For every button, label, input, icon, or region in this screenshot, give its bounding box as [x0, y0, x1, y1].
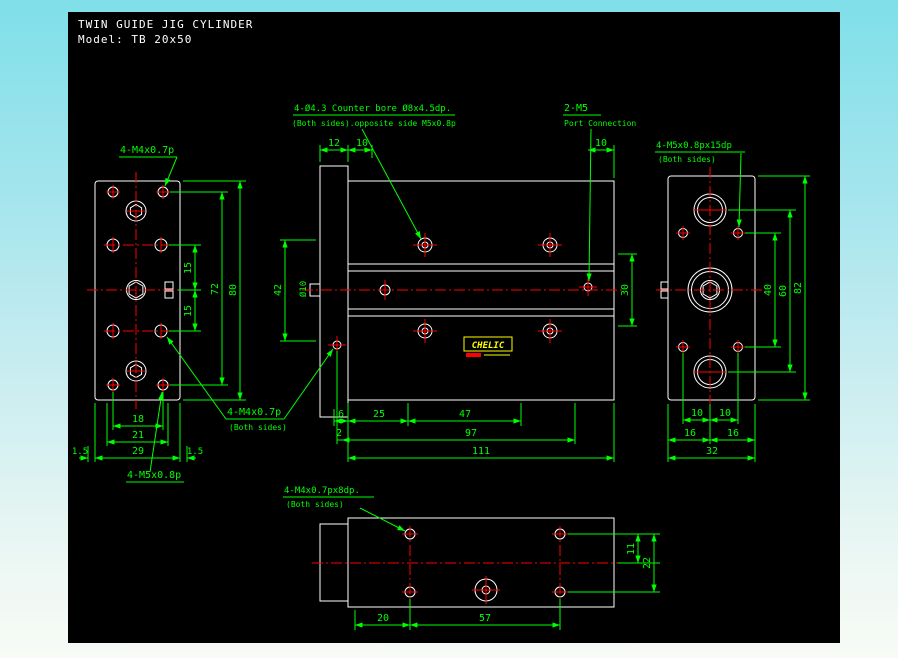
- label-end-tap-sub: (Both sides): [658, 155, 716, 164]
- rod-end-hex: [128, 281, 144, 299]
- front-sensor-slot-lower: [164, 290, 174, 299]
- leader-top-tap: [359, 507, 406, 532]
- top-extension-lines: [354, 533, 660, 630]
- label-end-tap: 4-M5x0.8px15dp: [656, 141, 732, 151]
- logo-frame: [463, 336, 513, 352]
- dim-10a: 10: [356, 138, 368, 149]
- dim-80: 80: [228, 284, 239, 296]
- side-center-marks: [328, 233, 597, 354]
- leader-front-top: [164, 156, 178, 187]
- logo-red-mark: [466, 353, 481, 357]
- side-view: CHELIC 12 10 10 42 Ø10 30 6 25 47 2 97 1…: [166, 103, 637, 462]
- drawing-title: TWIN GUIDE JIG CYLINDER Model: TB 20x50: [78, 18, 253, 46]
- front-centerlines: [87, 172, 188, 409]
- dim-25: 25: [373, 409, 385, 420]
- dim-11: 11: [626, 543, 637, 555]
- end-center-marks: [676, 209, 745, 373]
- dim-2: 2: [336, 428, 342, 439]
- label-rod-dia: Ø10: [298, 281, 309, 297]
- end-extension-lines: [667, 175, 810, 462]
- dim-47: 47: [459, 409, 471, 420]
- dim-32: 32: [706, 446, 718, 457]
- dim-1p5-right: 1.5: [187, 447, 203, 457]
- top-body-outline: [347, 517, 615, 608]
- dim-10l: 10: [691, 408, 703, 419]
- dim-10r: 10: [719, 408, 731, 419]
- dim-16r: 16: [727, 428, 739, 439]
- label-counterbore: 4-Ø4.3 Counter bore Ø8x4.5dp.: [294, 103, 451, 114]
- rod-hex-end: [702, 281, 718, 299]
- leader-flange-tap: [283, 348, 334, 420]
- label-top-tap: 4-M4x0.7px8dp.: [284, 486, 360, 496]
- dim-1p5-left: 1.5: [72, 447, 88, 457]
- top-centerlines: [312, 526, 622, 600]
- end-sensor-slot-upper: [660, 281, 669, 290]
- dim-42: 42: [273, 284, 284, 296]
- front-extension-lines: [87, 180, 246, 462]
- leader-front-m5: [166, 336, 227, 420]
- end-centerlines: [656, 167, 766, 409]
- label-top-tap-sub: (Both sides): [286, 500, 344, 509]
- title-line1: TWIN GUIDE JIG CYLINDER: [78, 18, 253, 31]
- logo-text: CHELIC: [472, 341, 505, 351]
- dim-12: 12: [328, 138, 340, 149]
- chelic-logo: CHELIC: [463, 336, 513, 357]
- dim-72: 72: [210, 283, 221, 295]
- dim-60: 60: [778, 285, 789, 297]
- dim-6: 6: [338, 409, 344, 420]
- top-center-marks: [402, 533, 568, 604]
- dim-111: 111: [472, 446, 490, 457]
- title-line2: Model: TB 20x50: [78, 33, 192, 46]
- label-front-top-tap: 4-M4x0.7p: [120, 145, 174, 156]
- dim-20: 20: [377, 613, 389, 624]
- label-port: 2-M5: [564, 103, 588, 114]
- dim-22: 22: [642, 557, 653, 569]
- label-port-sub: Port Connection: [564, 119, 636, 128]
- top-view: 11 22 20 57 4-M4x0.7px8dp. (Both sides): [283, 486, 660, 630]
- front-sensor-slot-upper: [164, 281, 174, 290]
- dim-97: 97: [465, 428, 477, 439]
- dim-15-lower: 15: [183, 305, 194, 317]
- label-flange-tap: 4-M4x0.7p: [227, 407, 281, 418]
- dim-18: 18: [132, 414, 144, 425]
- dim-16l: 16: [684, 428, 696, 439]
- leader-end-tap: [736, 152, 742, 228]
- model-space-viewport[interactable]: [68, 12, 840, 643]
- label-flange-tap-sub: (Both sides): [229, 423, 287, 432]
- label-counterbore-sub: (Both sides).opposite side M5x0.8p: [292, 119, 456, 128]
- leader-port: [586, 128, 592, 282]
- dim-29: 29: [132, 446, 144, 457]
- front-center-marks: [106, 185, 170, 392]
- end-view: 40 60 82 10 10 16 16 32 4-M5x0.8px15dp (…: [655, 141, 810, 462]
- side-extension-lines: [280, 145, 637, 462]
- leader-front-bottom: [149, 391, 164, 473]
- dim-15-upper: 15: [183, 262, 194, 274]
- dim-21: 21: [132, 430, 144, 441]
- dim-82: 82: [793, 282, 804, 294]
- label-front-bottom-tap: 4-M5x0.8p: [127, 470, 181, 481]
- side-guide-rod-lines: [348, 263, 614, 317]
- front-view: 15 15 72 80 18 21 29 1.5 1.5 4-M4x0.7p 4…: [72, 145, 246, 483]
- dim-40: 40: [763, 284, 774, 296]
- dim-10b: 10: [595, 138, 607, 149]
- dim-57: 57: [479, 613, 491, 624]
- end-sensor-slot-lower: [660, 290, 669, 299]
- dim-30: 30: [620, 284, 631, 296]
- leader-counterbore: [361, 128, 422, 240]
